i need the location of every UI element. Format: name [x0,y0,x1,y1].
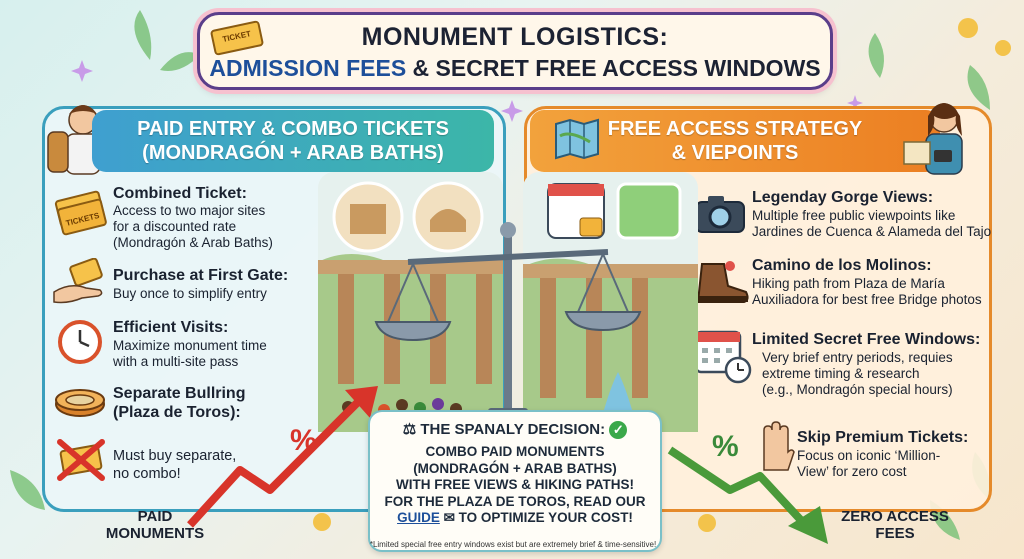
secret-windows-title: Limited Secret Free Windows: [752,331,981,348]
decision-body: COMBO PAID MONUMENTS (MONDRAGÓN + ARAB B… [378,444,652,527]
coin-icon [313,513,331,531]
secret-windows-desc-1: Very brief entry periods, requies [762,350,953,365]
envelope-icon: ✉ [443,510,455,525]
secret-windows-desc-2: extreme timing & research [762,366,920,381]
combined-ticket-title: Combined Ticket: [113,185,247,202]
coin-icon [995,40,1011,56]
decision-box: ⚖ THE SPANALY DECISION: ✓ COMBO PAID MON… [368,410,662,552]
subtitle-rest: & SECRET FREE ACCESS WINDOWS [406,55,821,81]
purchase-first-gate-desc: Buy once to simplify entry [113,286,267,301]
leaf-icon [10,470,45,510]
heading-line-2: (MONDRAGÓN + ARAB BATHS) [142,142,444,164]
map-icon [555,118,599,160]
leaf-icon [160,52,200,71]
decision-line-5: GUIDE ✉ TO OPTIMIZE YOUR COST! [378,510,652,527]
hiking-boot-icon [696,261,749,303]
leaf-icon [967,65,990,110]
leaf-icon [868,33,884,78]
decision-heading-text: THE SPANALY DECISION: [420,421,606,438]
heading-line-1: FREE ACCESS STRATEGY [607,118,863,140]
decision-heading: ⚖ THE SPANALY DECISION: ✓ [370,420,660,440]
page-subtitle: ADMISSION FEES & SECRET FREE ACCESS WIND… [200,55,830,82]
paid-label-line-2: MONUMENTS [105,525,205,542]
guide-link[interactable]: GUIDE [397,510,440,525]
check-icon: ✓ [609,421,628,440]
camera-icon [695,196,745,233]
gorge-views-title: Legenday Gorge Views: [752,189,934,206]
gorge-photo-icon [616,182,682,240]
heading-line-1: PAID ENTRY & COMBO TICKETS [137,118,449,140]
decision-line-3: WITH FREE VIEWS & HIKING PATHS! [396,477,634,492]
photographer-illustration [903,103,963,175]
decision-line-4: FOR THE PLAZA DE TOROS, READ OUR [384,493,646,509]
subtitle-highlight: ADMISSION FEES [209,55,407,81]
purchase-first-gate-title: Purchase at First Gate: [113,267,289,284]
decision-line-1: COMBO PAID MONUMENTS [425,444,605,459]
efficient-visits-desc-1: Maximize monument time [113,338,267,353]
combined-ticket-desc-1: Access to two major sites [113,203,266,218]
hand-ticket-icon [53,258,103,304]
paid-label-line-1: PAID [137,508,173,525]
crossed-ticket-icon [57,439,105,481]
page-title: MONUMENT LOGISTICS: [361,23,669,51]
decision-tail: TO OPTIMIZE YOUR COST! [458,510,633,525]
falling-cost-arrow [667,446,828,544]
sparkle-icon [71,60,93,82]
secret-windows-desc-3: (e.g., Mondragón special hours) [762,382,953,397]
zero-fees-label: ZERO ACCESS FEES [830,508,960,542]
zero-label-line-1: ZERO ACCESS [841,508,949,525]
decision-line-2: (MONDRAGÓN + ARAB BATHS) [413,460,617,476]
zero-label-line-2: FEES [875,525,915,542]
central-scene-illustration [318,172,698,432]
efficient-visits-title: Efficient Visits: [113,319,229,336]
rising-cost-arrow: % [187,386,378,528]
title-banner: TICKET MONUMENT LOGISTICS: ADMISSION FEE… [197,12,833,90]
efficient-visits-desc-2: with a multi-site pass [113,354,239,369]
coin-icon [958,18,978,38]
footnote: *Limited special free entry windows exis… [369,540,657,549]
paid-entry-heading: PAID ENTRY & COMBO TICKETS (MONDRAGÓN + … [92,110,494,172]
percent-icon-left: % [290,424,317,457]
clock-icon [58,320,102,364]
camino-molinos-title: Camino de los Molinos: [752,257,932,274]
combined-ticket-desc-3: (Mondragón & Arab Baths) [113,235,273,250]
skip-premium-desc-2: View’ for zero cost [797,464,907,479]
gorge-views-desc-1: Multiple free public viewpoints like [752,208,956,223]
camino-molinos-desc-2: Auxiliadora for best free Bridge photos [752,292,982,307]
leaf-icon [134,10,152,60]
sparkle-icon [501,100,523,122]
combined-ticket-desc-2: for a discounted rate [113,219,237,234]
bullring-desc-2: no combo! [113,466,181,482]
coin-icon [698,514,716,532]
camino-molinos-desc-1: Hiking path from Plaza de María [752,276,945,291]
bullring-desc-1: Must buy separate, [113,448,237,464]
skip-premium-title: Skip Premium Tickets: [797,429,969,446]
bullring-title-1: Separate Bullring [113,385,246,402]
calendar-clock-icon [694,330,752,384]
tickets-icon: TICKETS [54,190,107,236]
paid-entry-heading-text: PAID ENTRY & COMBO TICKETS (MONDRAGÓN + … [92,117,494,165]
percent-icon-right: % [712,430,739,463]
free-access-heading-text: FREE ACCESS STRATEGY & VIEPOINTS [530,117,940,165]
stop-hand-icon [763,421,795,471]
bullring-title-2: (Plaza de Toros): [113,404,241,421]
scale-icon: ⚖ [402,421,421,438]
sparkle-icon [847,95,863,111]
paid-monuments-label: PAID MONUMENTS [95,508,215,542]
bullring-icon [55,389,105,417]
skip-premium-desc-1: Focus on iconic ‘Million- [797,448,941,463]
heading-line-2: & VIEPOINTS [671,142,799,164]
gorge-views-desc-2: Jardines de Cuenca & Alameda del Tajo [752,224,992,239]
